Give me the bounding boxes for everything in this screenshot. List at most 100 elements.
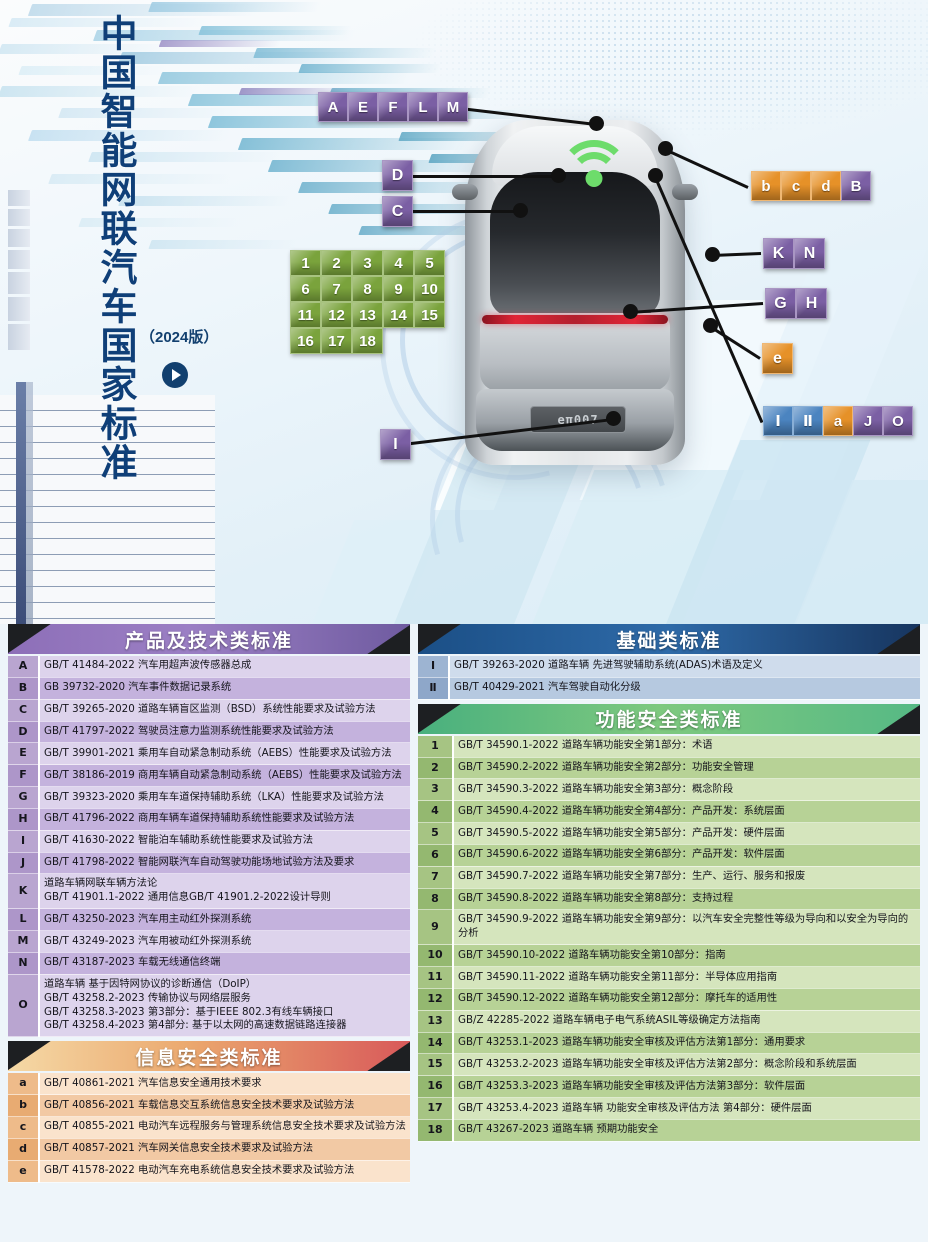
row-id: 4 (418, 800, 453, 823)
page-title: 中国智能网联汽车国家标准 (94, 14, 137, 482)
callout-chip[interactable]: c (781, 171, 811, 201)
callout-chip[interactable]: a (823, 406, 853, 436)
row-standard-text: GB/T 34590.1-2022 道路车辆功能安全第1部分：术语 (452, 735, 920, 758)
leader-dot (648, 168, 663, 183)
number-chip[interactable]: 17 (321, 328, 352, 354)
row-standard-text: GB/T 40857-2021 汽车网关信息安全技术要求及试验方法 (38, 1138, 410, 1161)
row-id: H (8, 808, 39, 831)
callout-i[interactable]: I (380, 429, 411, 460)
play-icon[interactable] (162, 362, 188, 388)
row-standard-text: GB/T 38186-2019 商用车辆自动紧急制动系统（AEBS）性能要求及试… (38, 764, 410, 787)
row-standard-text: GB/T 34590.5-2022 道路车辆功能安全第5部分：产品开发：硬件层面 (452, 822, 920, 845)
number-chip[interactable]: 4 (383, 250, 414, 276)
callout-chip[interactable]: D (382, 160, 413, 191)
number-chip[interactable]: 11 (290, 302, 321, 328)
row-id: b (8, 1094, 39, 1117)
row-standard-text: GB/T 43253.2-2023 道路车辆功能安全审核及评估方法第2部分：概念… (452, 1053, 920, 1076)
row-id: 14 (418, 1032, 453, 1054)
number-chip[interactable]: 3 (352, 250, 383, 276)
callout-chip[interactable]: Ⅱ (793, 406, 823, 436)
number-chip[interactable]: 18 (352, 328, 383, 354)
number-chip[interactable]: 13 (352, 302, 383, 328)
callout-chip[interactable]: e (762, 343, 793, 374)
row-id: 3 (418, 778, 453, 801)
number-chip[interactable]: 5 (414, 250, 445, 276)
callout-chip[interactable]: B (841, 171, 871, 201)
number-chip[interactable]: 2 (321, 250, 352, 276)
row-standard-text: GB/T 39901-2021 乘用车自动紧急制动系统（AEBS）性能要求及试验… (38, 742, 410, 765)
section-title: 功能安全类标准 (595, 709, 743, 732)
row-standard-text: GB/T 41484-2022 汽车用超声波传感器总成 (38, 656, 410, 678)
row-standard-text: GB/T 43187-2023 车载无线通信终端 (38, 952, 410, 975)
row-standard-text: GB/Z 42285-2022 道路车辆电子电气系统ASIL等级确定方法指南 (452, 1010, 920, 1033)
number-chip[interactable]: 16 (290, 328, 321, 354)
row-standard-text: GB/T 34590.9-2022 道路车辆功能安全第9部分：以汽车安全完整性等… (452, 909, 920, 945)
callout-c[interactable]: C (382, 196, 413, 227)
callout-chip[interactable]: O (883, 406, 913, 436)
callout-chip[interactable]: J (853, 406, 883, 436)
callout-e[interactable]: e (762, 343, 793, 374)
callout-d[interactable]: D (382, 160, 413, 191)
number-chip[interactable]: 12 (321, 302, 352, 328)
callout-chip[interactable]: G (765, 288, 796, 319)
callout-chip[interactable]: K (763, 238, 794, 269)
row-standard-text: GB/T 41796-2022 商用车辆车道保持辅助系统性能要求及试验方法 (38, 808, 410, 831)
callout-chip[interactable]: F (378, 92, 408, 122)
callout-chip[interactable]: L (408, 92, 438, 122)
row-standard-text: GB/T 34590.12-2022 道路车辆功能安全第12部分：摩托车的适用性 (452, 988, 920, 1011)
row-id: C (8, 699, 39, 722)
leader-dot (589, 116, 604, 131)
callout-chip[interactable]: b (751, 171, 781, 201)
number-chip[interactable]: 9 (383, 276, 414, 302)
callout-chip[interactable]: I (380, 429, 411, 460)
number-chip[interactable]: 10 (414, 276, 445, 302)
number-chip[interactable]: 14 (383, 302, 414, 328)
row-id: L (8, 908, 39, 931)
corner-accent-left (8, 624, 52, 654)
number-chip[interactable]: 8 (352, 276, 383, 302)
callout-chip[interactable]: Ⅰ (763, 406, 793, 436)
number-chip[interactable]: 7 (321, 276, 352, 302)
number-chip[interactable]: 6 (290, 276, 321, 302)
row-standard-text: GB/T 34590.8-2022 道路车辆功能安全第8部分：支持过程 (452, 888, 920, 910)
callout-chip[interactable]: d (811, 171, 841, 201)
callout-chip[interactable]: A (318, 92, 348, 122)
number-chip[interactable]: 1 (290, 250, 321, 276)
callout-chip[interactable]: E (348, 92, 378, 122)
car-illustration: eπ007 (430, 110, 720, 470)
callout-chip[interactable]: C (382, 196, 413, 227)
callout-chip[interactable]: H (796, 288, 827, 319)
row-standard-text: GB/T 40429-2021 汽车驾驶自动化分级 (448, 677, 920, 700)
number-chip[interactable]: 15 (414, 302, 445, 328)
callout-chip[interactable]: N (794, 238, 825, 269)
section-header-functional: 功能安全类标准 (418, 703, 920, 734)
callout-chip[interactable]: M (438, 92, 468, 122)
